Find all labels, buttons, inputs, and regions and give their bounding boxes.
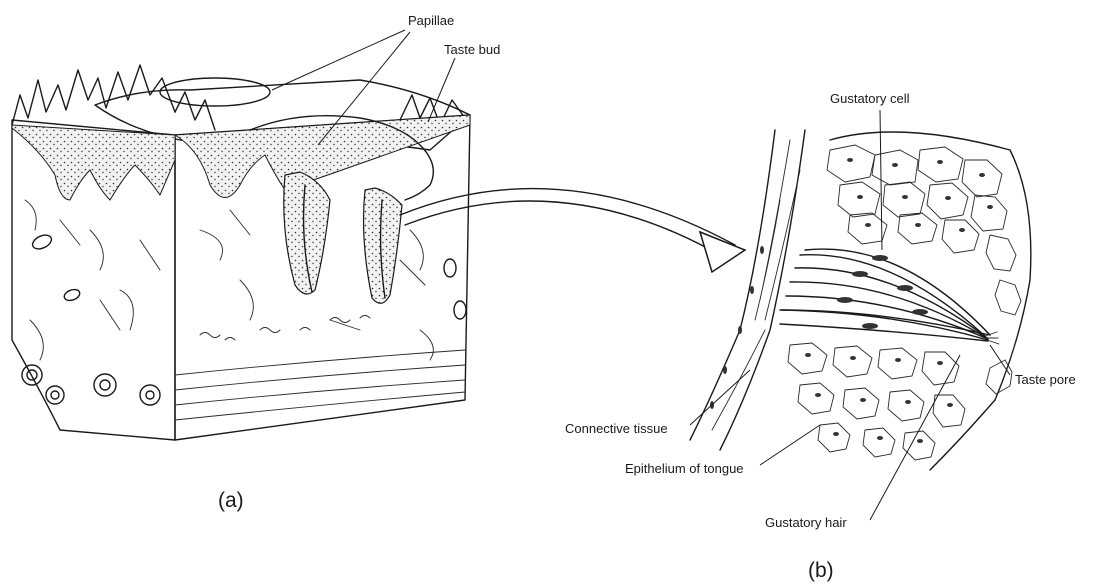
label-taste-pore: Taste pore [1015,372,1076,387]
taste-pore-leader [990,345,1010,375]
panel-label-a: (a) [218,489,244,512]
taste-bud-leader [428,58,455,122]
label-epithelium: Epithelium of tongue [625,461,744,476]
label-gustatory-cell: Gustatory cell [830,91,910,106]
taste-bud-detail-illustration [690,130,1031,470]
label-connective-tissue: Connective tissue [565,421,668,436]
epithelium-leader [760,425,820,465]
panel-label-b: (b) [808,559,834,582]
label-gustatory-hair: Gustatory hair [765,515,847,530]
connective-tissue-leader [690,370,750,425]
tongue-block-illustration [12,65,470,440]
gustatory-hair-leader [870,355,960,520]
label-taste-bud: Taste bud [444,42,500,57]
label-papillae: Papillae [408,13,454,28]
